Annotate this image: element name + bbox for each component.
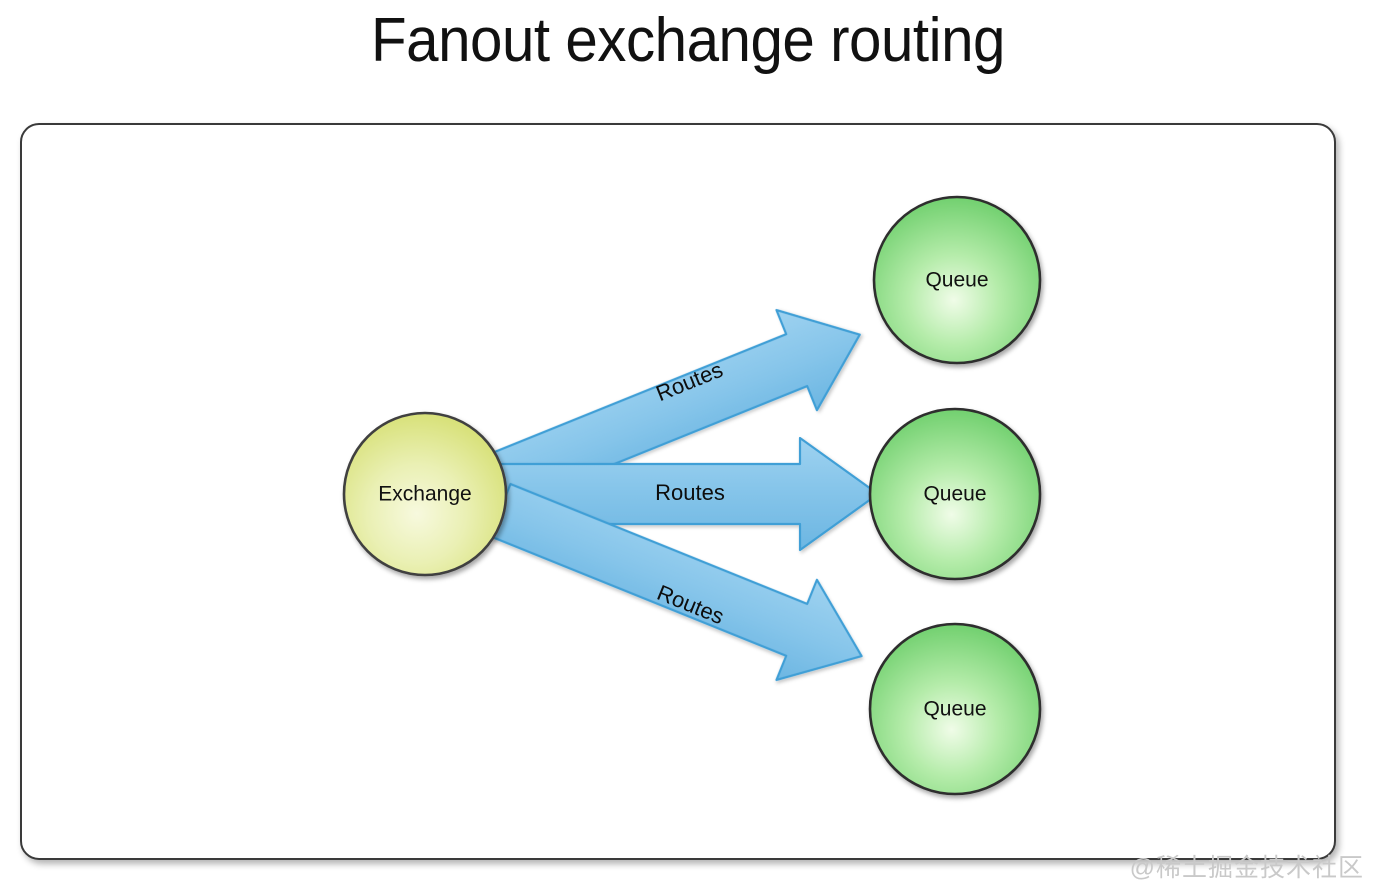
page-title: Fanout exchange routing bbox=[371, 6, 1005, 75]
edge-middle-label: Routes bbox=[655, 480, 725, 505]
watermark: @稀土掘金技术社区 bbox=[1129, 854, 1364, 882]
exchange-label: Exchange bbox=[378, 483, 471, 506]
edge-bottom[interactable] bbox=[480, 460, 882, 706]
queue-middle-circle bbox=[868, 407, 1042, 581]
queue-bottom-circle bbox=[868, 622, 1042, 796]
node-exchange[interactable]: Exchange bbox=[342, 411, 508, 577]
queue-top-circle bbox=[872, 195, 1042, 365]
edge-bottom-arrow-shape bbox=[488, 482, 863, 682]
node-queue-top[interactable]: Queue bbox=[872, 195, 1042, 365]
node-queue-middle[interactable]: Queue bbox=[868, 407, 1042, 581]
queue-bottom-label: Queue bbox=[923, 698, 986, 721]
node-queue-bottom[interactable]: Queue bbox=[868, 622, 1042, 796]
edge-middle-label-group: Routes bbox=[655, 480, 725, 505]
queue-top-label: Queue bbox=[925, 269, 988, 292]
exchange-circle bbox=[342, 411, 508, 577]
queue-middle-label: Queue bbox=[923, 483, 986, 506]
